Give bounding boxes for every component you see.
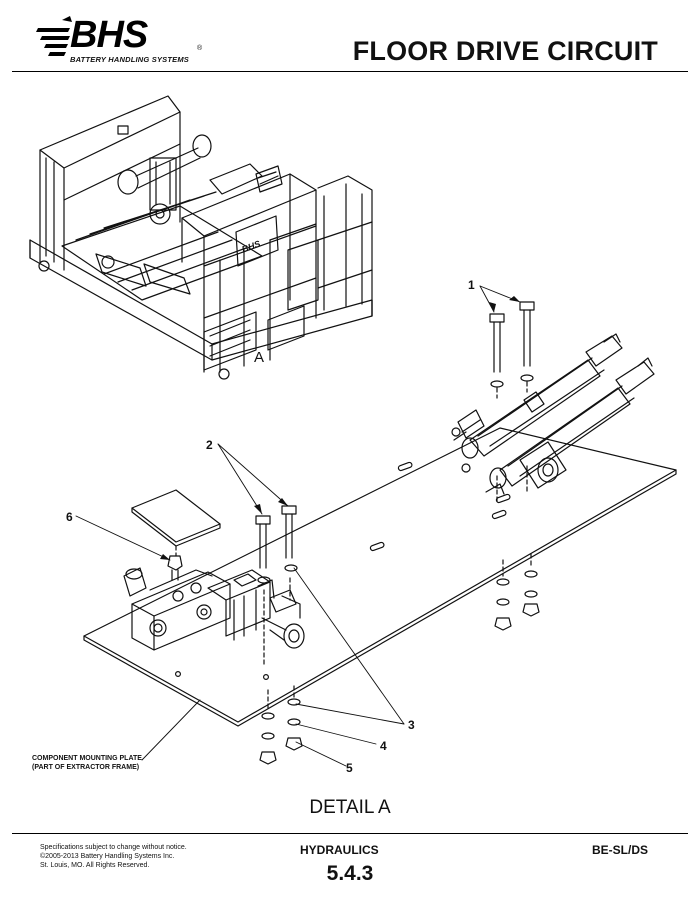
section-name: HYDRAULICS <box>300 843 379 857</box>
hydraulic-cylinders <box>451 333 655 495</box>
callout-5: 5 <box>346 761 353 775</box>
bolt-set-1 <box>489 301 540 631</box>
callout-4: 4 <box>380 739 387 753</box>
callout-leaders <box>75 285 521 767</box>
leader-arrowheads <box>160 296 520 560</box>
hydraulic-assembly-drawing: BHS A 1 2 3 4 5 6 <box>29 95 677 775</box>
fitting-6 <box>167 555 183 581</box>
mounting-plate <box>83 427 677 723</box>
legal-notice: Specifications subject to change without… <box>40 843 187 870</box>
plate-note-line-2: (PART OF EXTRACTOR FRAME) <box>32 764 140 771</box>
section-number: 5.4.3 <box>326 862 374 885</box>
legal-line-2: ©2005-2013 Battery Handling Systems Inc. <box>40 853 175 860</box>
logo-speed-lines-icon <box>36 16 72 56</box>
model-code: BE-SL/DS <box>591 843 648 857</box>
extractor-machine-illustration <box>29 95 373 380</box>
mounting-plate-note: COMPONENT MOUNTING PLATE (PART OF EXTRAC… <box>32 754 142 772</box>
callout-2: 2 <box>206 438 213 452</box>
plate-slots <box>175 461 511 680</box>
callout-3: 3 <box>408 718 415 732</box>
valve-cover-plate <box>131 489 221 543</box>
legal-line-1: Specifications subject to change without… <box>40 844 187 851</box>
footer-divider <box>12 833 688 835</box>
page-title: FLOOR DRIVE CIRCUIT <box>352 36 658 66</box>
logo-wordmark: BHS <box>70 14 148 56</box>
bolt-set-2 <box>255 505 303 765</box>
plate-note-line-1: COMPONENT MOUNTING PLATE <box>32 755 142 762</box>
registered-mark: ® <box>197 45 203 52</box>
detail-label: DETAIL A <box>309 797 391 818</box>
callout-6: 6 <box>66 510 73 524</box>
detail-marker: A <box>254 349 264 366</box>
cabinet-badge: BHS <box>240 239 261 255</box>
callout-1: 1 <box>468 278 475 292</box>
header-divider <box>12 71 688 73</box>
logo-tagline: BATTERY HANDLING SYSTEMS <box>70 55 189 64</box>
legal-line-3: St. Louis, MO. All Rights Reserved. <box>40 862 150 869</box>
valve-block-assembly <box>123 567 305 651</box>
